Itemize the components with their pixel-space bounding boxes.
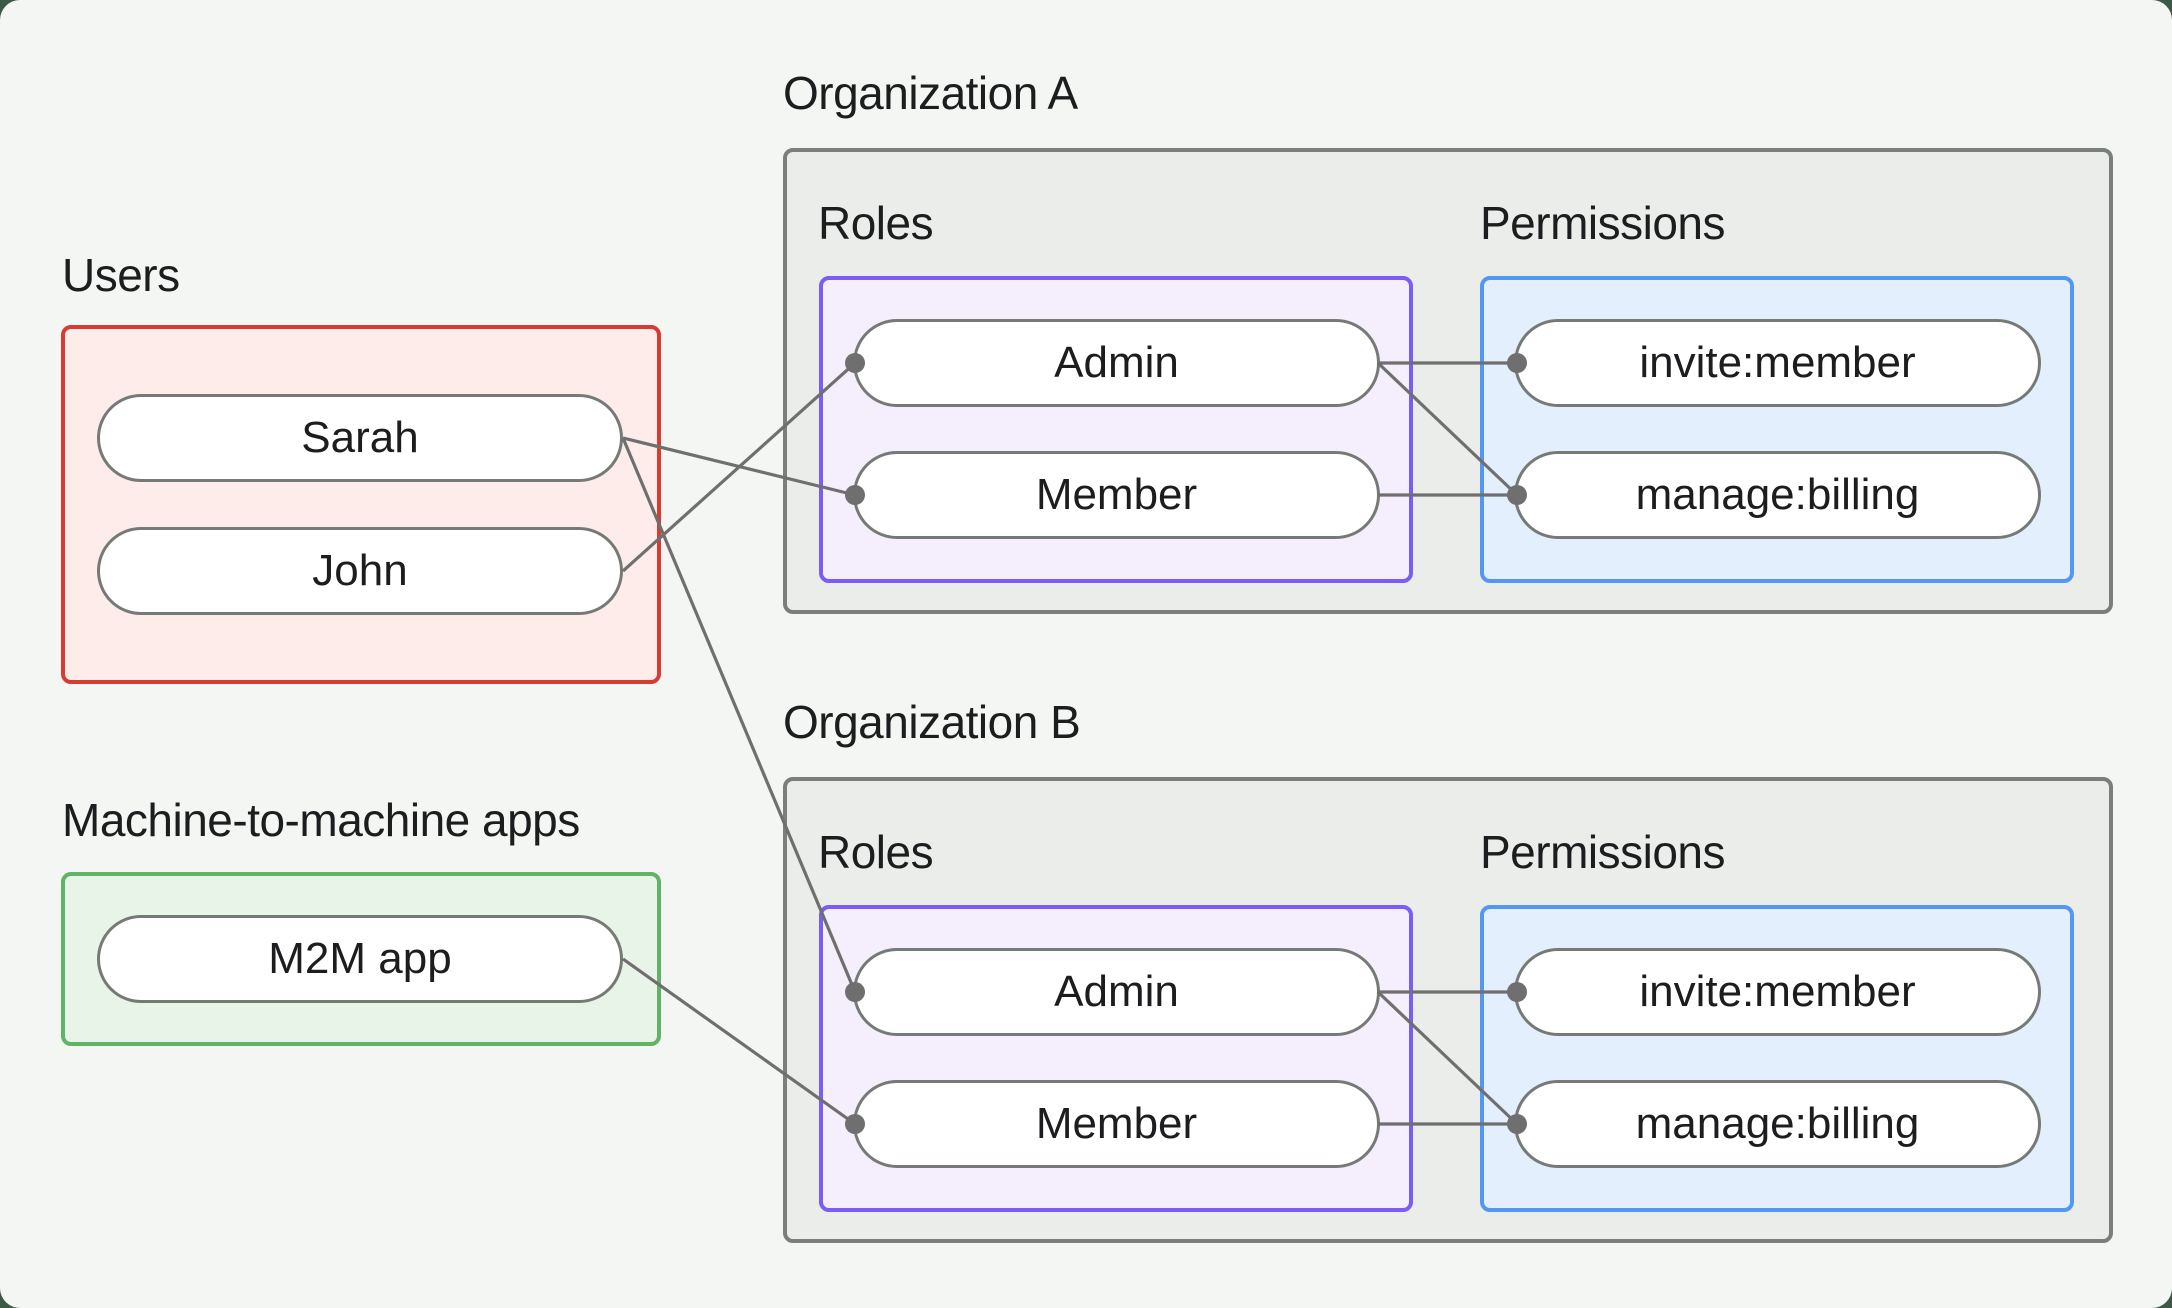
org-a-permissions-label: Permissions: [1480, 197, 1726, 249]
org-b-permission-manage-billing-label: manage:billing: [1635, 1099, 1920, 1148]
user-pill-sarah: Sarah: [97, 394, 623, 482]
org-b-permission-pill-manage-billing: manage:billing: [1514, 1080, 2041, 1168]
users-box: [61, 325, 661, 684]
org-a-role-member-label: Member: [1035, 470, 1198, 519]
m2m-app-pill-label: M2M app: [268, 934, 452, 983]
org-a-roles-label: Roles: [818, 197, 934, 249]
org-b-permission-invite-member-label: invite:member: [1639, 967, 1916, 1016]
m2m-app-pill: M2M app: [97, 915, 623, 1003]
org-a-title: Organization A: [783, 67, 1078, 119]
org-b-role-pill-member: Member: [853, 1080, 1380, 1168]
org-a-permission-pill-invite-member: invite:member: [1514, 319, 2041, 407]
org-a-permission-invite-member-label: invite:member: [1639, 338, 1916, 387]
org-b-role-member-label: Member: [1035, 1099, 1198, 1148]
org-b-role-admin-label: Admin: [1054, 967, 1179, 1016]
user-pill-john-label: John: [312, 546, 408, 595]
org-a-role-pill-admin: Admin: [853, 319, 1380, 407]
org-b-role-pill-admin: Admin: [853, 948, 1380, 1036]
users-section-label: Users: [62, 249, 180, 301]
org-a-permission-manage-billing-label: manage:billing: [1635, 470, 1920, 519]
user-pill-john: John: [97, 527, 623, 615]
org-a-role-pill-member: Member: [853, 451, 1380, 539]
org-a-role-admin-label: Admin: [1054, 338, 1179, 387]
org-b-permissions-label: Permissions: [1480, 826, 1726, 878]
org-b-title: Organization B: [783, 696, 1081, 748]
m2m-section-label: Machine-to-machine apps: [62, 794, 580, 846]
org-a-permission-pill-manage-billing: manage:billing: [1514, 451, 2041, 539]
org-b-permission-pill-invite-member: invite:member: [1514, 948, 2041, 1036]
user-pill-sarah-label: Sarah: [301, 413, 419, 462]
org-b-roles-label: Roles: [818, 826, 934, 878]
